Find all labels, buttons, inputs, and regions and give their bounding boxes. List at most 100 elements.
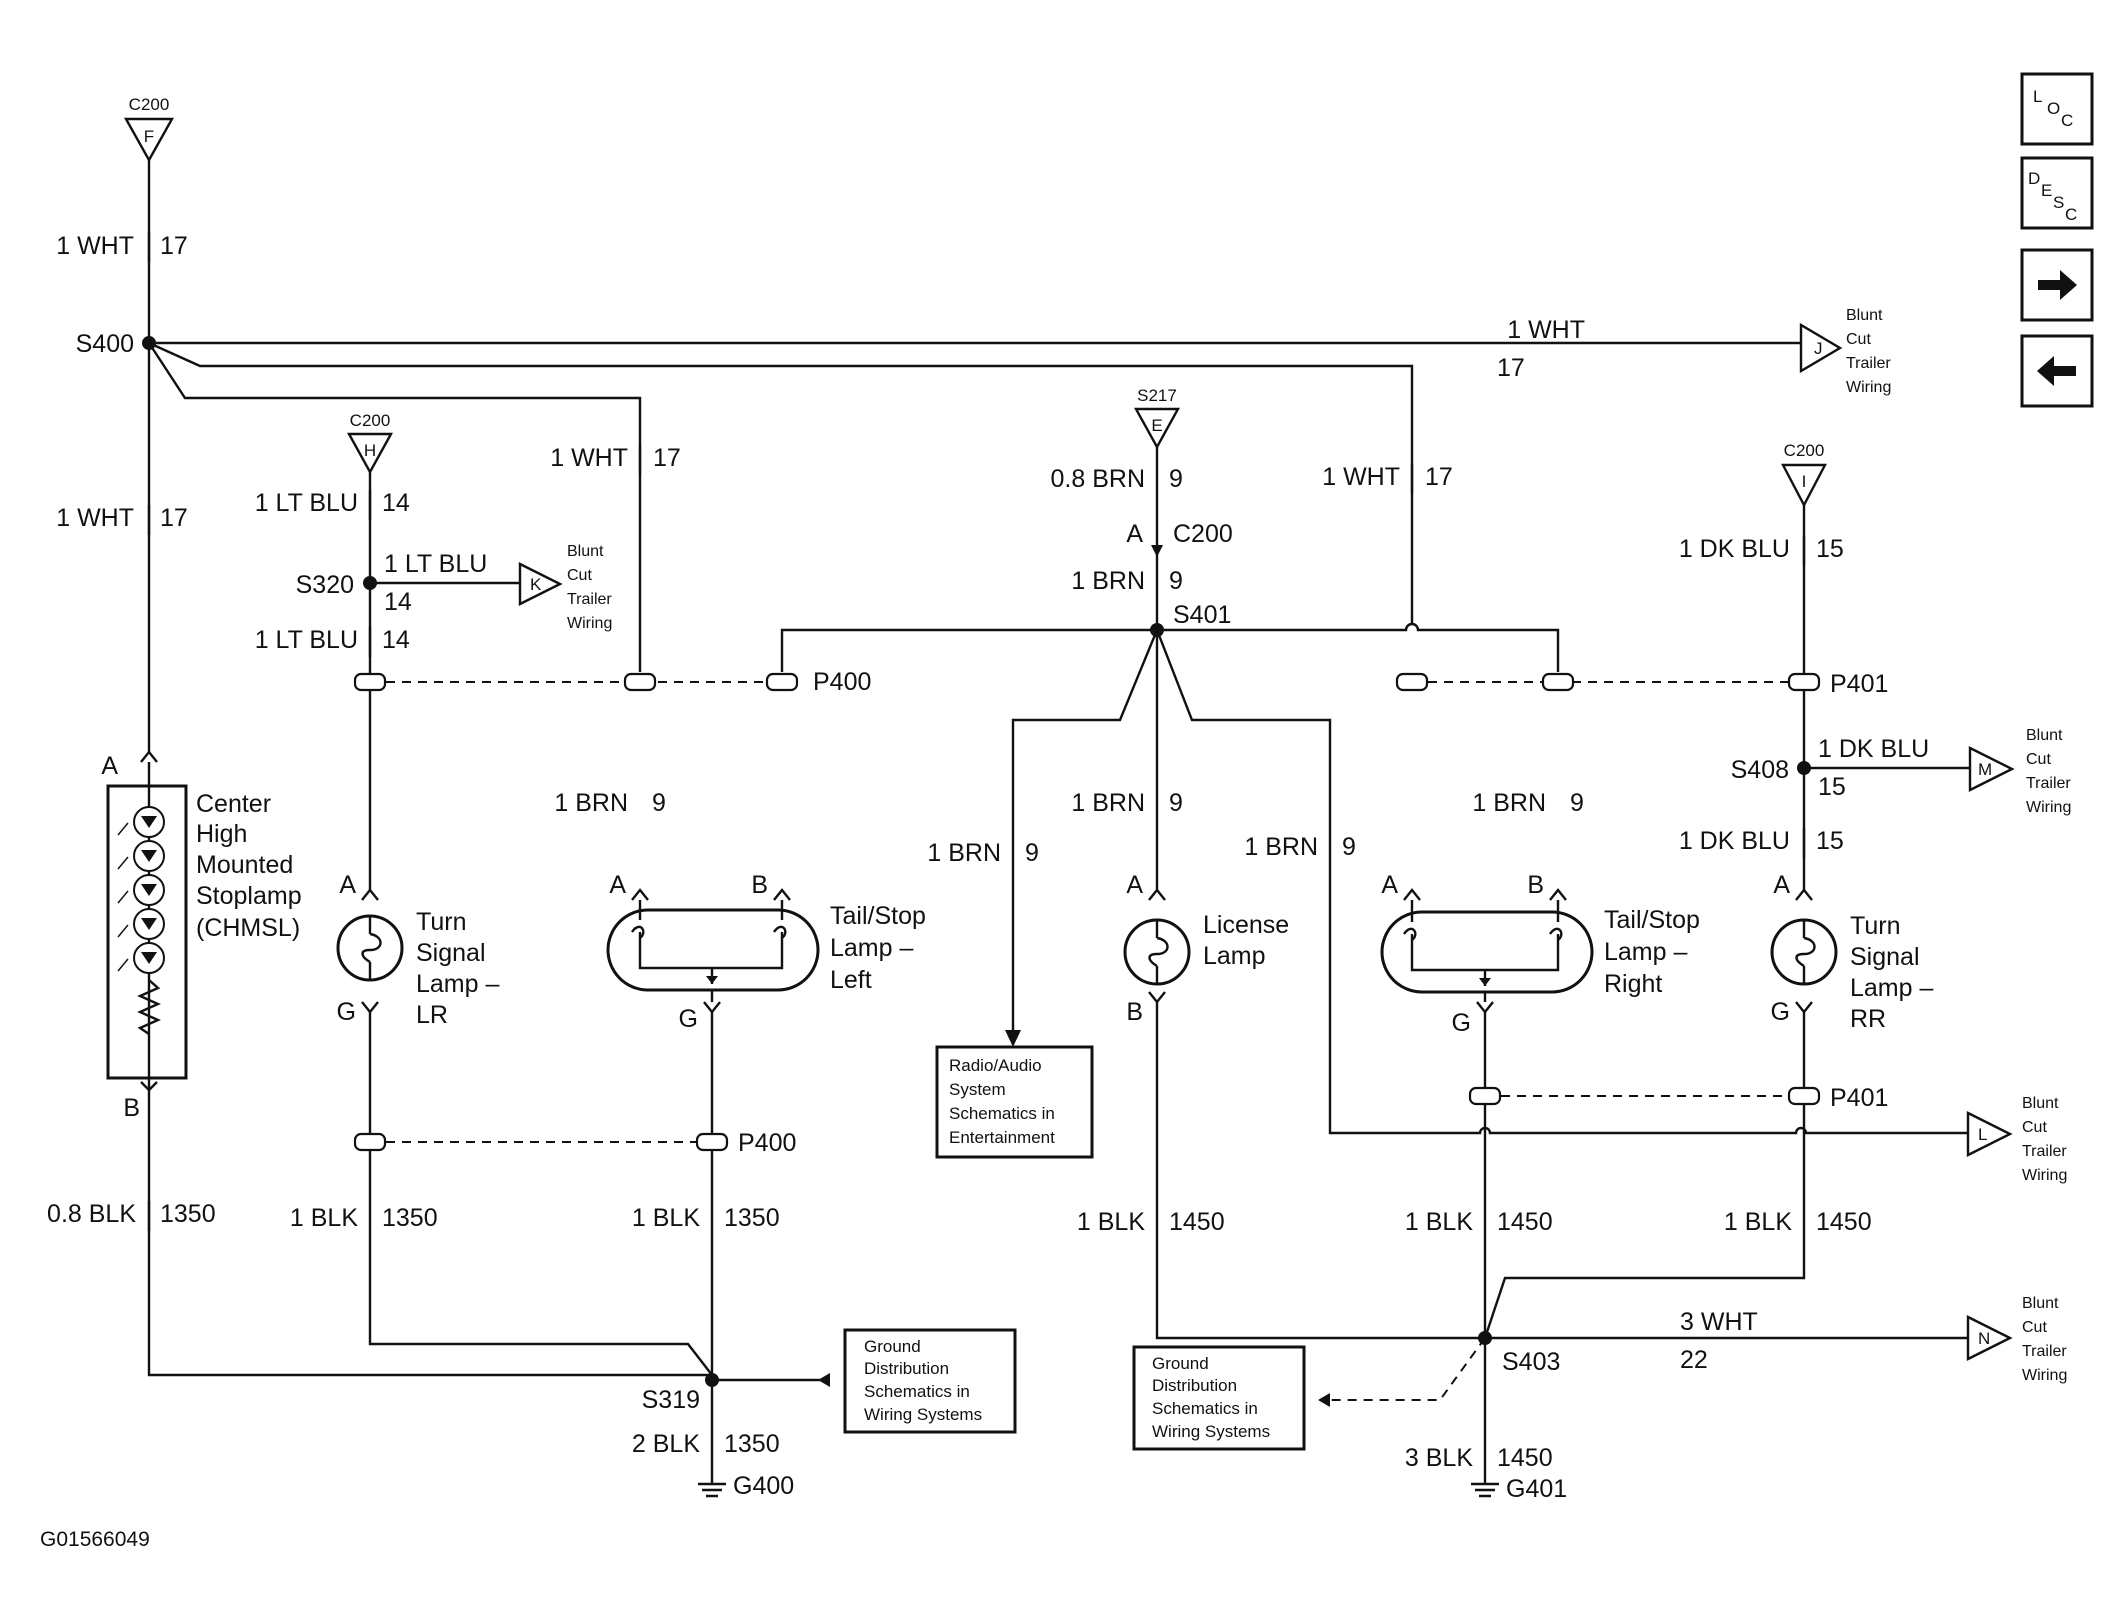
svg-text:G: G <box>1452 1009 1471 1037</box>
svg-text:A: A <box>1381 871 1398 899</box>
svg-text:A: A <box>609 871 626 899</box>
svg-text:1 WHT: 1 WHT <box>1507 316 1585 344</box>
ground-distribution-reference-2[interactable]: Ground Distribution Schematics in Wiring… <box>1132 1345 1306 1451</box>
connector-c200-h: C200 H <box>346 411 394 475</box>
svg-text:1 DK BLU: 1 DK BLU <box>1818 735 1929 763</box>
svg-text:Ground: Ground <box>1152 1354 1209 1373</box>
svg-text:Wiring: Wiring <box>2026 799 2071 816</box>
svg-text:Distribution: Distribution <box>1152 1376 1237 1395</box>
svg-text:0.8 BRN: 0.8 BRN <box>1051 465 1145 493</box>
loc-button[interactable]: L O C <box>2020 72 2094 146</box>
svg-text:15: 15 <box>1818 773 1846 801</box>
svg-text:Schematics in: Schematics in <box>864 1382 970 1401</box>
svg-text:9: 9 <box>1342 833 1356 861</box>
svg-text:22: 22 <box>1680 1346 1708 1374</box>
svg-text:(CHMSL): (CHMSL) <box>196 914 300 942</box>
svg-text:Signal: Signal <box>1850 943 1920 971</box>
svg-text:1450: 1450 <box>1497 1208 1553 1236</box>
svg-text:B: B <box>751 871 768 899</box>
license-lamp: A B License Lamp <box>1123 871 1289 1026</box>
svg-text:Cut: Cut <box>2026 751 2051 768</box>
turn-signal-lamp-rr: A G Turn Signal Lamp – RR <box>1770 871 1933 1033</box>
svg-text:Signal: Signal <box>416 939 486 967</box>
svg-text:Radio/Audio: Radio/Audio <box>949 1056 1042 1075</box>
svg-text:Blunt: Blunt <box>2026 727 2063 744</box>
desc-button[interactable]: D E S C <box>2020 156 2094 230</box>
svg-text:1 BRN: 1 BRN <box>1244 833 1318 861</box>
svg-text:Blunt: Blunt <box>567 543 604 560</box>
radio-audio-reference[interactable]: Radio/Audio System Schematics in Enterta… <box>935 1045 1094 1159</box>
svg-text:Wiring: Wiring <box>567 615 612 632</box>
svg-text:1 BRN: 1 BRN <box>554 789 628 817</box>
svg-text:1 BRN: 1 BRN <box>927 839 1001 867</box>
svg-text:1450: 1450 <box>1497 1444 1553 1472</box>
svg-text:Cut: Cut <box>567 567 592 584</box>
svg-text:RR: RR <box>1850 1005 1886 1033</box>
svg-text:Trailer: Trailer <box>2026 775 2071 792</box>
svg-text:E: E <box>1151 416 1162 435</box>
trailer-wiring-l: L Blunt Cut Trailer Wiring <box>1966 1095 2067 1184</box>
svg-text:1 WHT: 1 WHT <box>1322 463 1400 491</box>
svg-text:9: 9 <box>1570 789 1584 817</box>
svg-text:Lamp –: Lamp – <box>830 934 913 962</box>
svg-text:G401: G401 <box>1506 1475 1567 1503</box>
svg-text:P400: P400 <box>738 1129 796 1157</box>
svg-text:9: 9 <box>1169 789 1183 817</box>
next-button[interactable] <box>2020 248 2094 322</box>
svg-text:17: 17 <box>1425 463 1453 491</box>
trailer-wiring-j: J Blunt Cut Trailer Wiring <box>1799 307 1891 396</box>
svg-text:Wiring Systems: Wiring Systems <box>864 1405 982 1424</box>
svg-text:9: 9 <box>652 789 666 817</box>
svg-text:M: M <box>1978 760 1992 779</box>
svg-text:C: C <box>2061 111 2073 130</box>
prev-button[interactable] <box>2020 334 2094 408</box>
svg-text:9: 9 <box>1025 839 1039 867</box>
ground-distribution-reference-1[interactable]: Ground Distribution Schematics in Wiring… <box>843 1328 1017 1434</box>
svg-text:1 WHT: 1 WHT <box>56 232 134 260</box>
svg-text:1450: 1450 <box>1816 1208 1872 1236</box>
svg-text:1 BLK: 1 BLK <box>1405 1208 1473 1236</box>
svg-text:Left: Left <box>830 966 872 994</box>
svg-text:Cut: Cut <box>2022 1319 2047 1336</box>
svg-text:15: 15 <box>1816 535 1844 563</box>
svg-text:P401: P401 <box>1830 1084 1888 1112</box>
svg-text:Blunt: Blunt <box>1846 307 1883 324</box>
svg-text:17: 17 <box>160 504 188 532</box>
svg-text:17: 17 <box>1497 354 1525 382</box>
svg-text:15: 15 <box>1816 827 1844 855</box>
svg-text:N: N <box>1978 1329 1990 1348</box>
svg-text:1450: 1450 <box>1169 1208 1225 1236</box>
svg-text:Wiring Systems: Wiring Systems <box>1152 1422 1270 1441</box>
wires <box>147 160 1970 1472</box>
svg-text:1 WHT: 1 WHT <box>56 504 134 532</box>
svg-text:G: G <box>1771 998 1790 1026</box>
svg-text:H: H <box>364 441 376 460</box>
svg-text:S408: S408 <box>1731 756 1789 784</box>
svg-text:B: B <box>1126 998 1143 1026</box>
pin-chevrons <box>140 750 1813 1092</box>
arrow-left-icon <box>2037 356 2076 386</box>
svg-text:17: 17 <box>160 232 188 260</box>
svg-text:Mounted: Mounted <box>196 851 293 879</box>
svg-text:System: System <box>949 1080 1006 1099</box>
svg-text:Distribution: Distribution <box>864 1359 949 1378</box>
trailer-wiring-k: K Blunt Cut Trailer Wiring <box>518 543 612 632</box>
connector-s217-e: S217 E <box>1133 386 1181 450</box>
connector-c200-f: C200 F <box>123 95 175 163</box>
svg-text:E: E <box>2041 181 2052 200</box>
svg-text:S319: S319 <box>642 1386 700 1414</box>
svg-text:1 LT BLU: 1 LT BLU <box>255 489 358 517</box>
svg-text:1 WHT: 1 WHT <box>550 444 628 472</box>
svg-text:C200: C200 <box>1173 520 1233 548</box>
wire-labels: 1 WHT 17 1 WHT 17 1 WHT 17 1 WHT 17 1 WH… <box>47 232 1929 1472</box>
connector-c200-i: C200 I <box>1781 441 1827 508</box>
tail-stop-lamp-right: A B G Tail/Stop Lamp – Right <box>1380 871 1700 1037</box>
svg-text:P400: P400 <box>813 668 871 696</box>
svg-text:14: 14 <box>384 588 412 616</box>
svg-text:1 LT BLU: 1 LT BLU <box>384 550 487 578</box>
ground-g401: G401 <box>1471 1472 1567 1503</box>
svg-text:C200: C200 <box>129 95 170 114</box>
connector-links <box>370 681 1804 1143</box>
